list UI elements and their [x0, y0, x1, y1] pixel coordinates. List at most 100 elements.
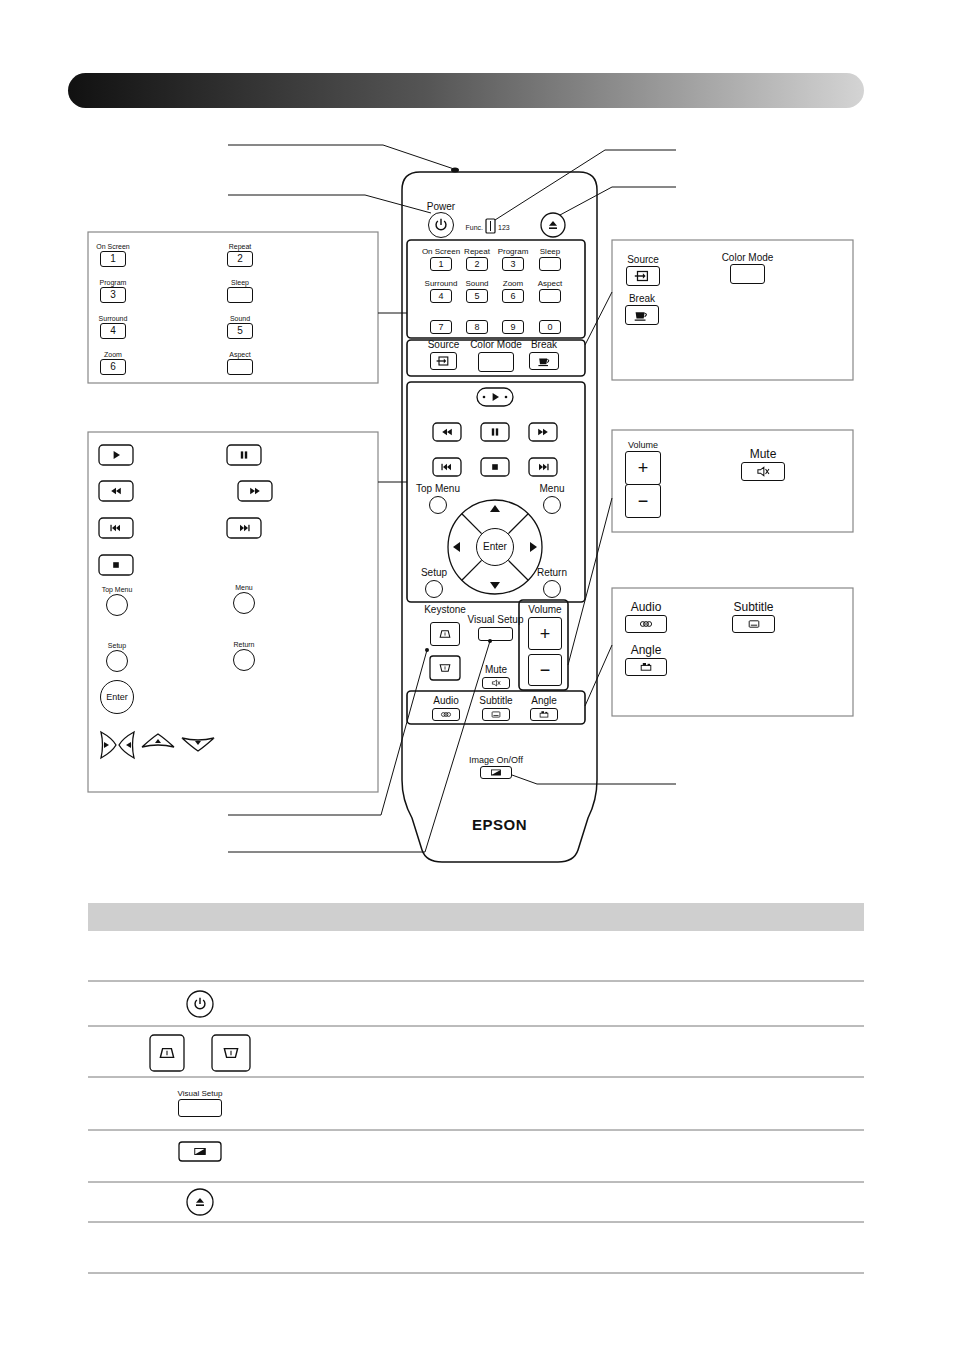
button-label: Visual Setup: [178, 1090, 223, 1098]
button-text: 9: [510, 323, 515, 332]
button-text: 5: [237, 326, 243, 336]
button: Setup: [425, 580, 443, 598]
button-text: 2: [237, 254, 243, 264]
button-label: Program: [100, 279, 127, 286]
button: On Screen1: [430, 257, 452, 271]
button-label: Repeat: [229, 243, 252, 250]
button-label: Mute: [485, 665, 507, 675]
button-text: 3: [110, 290, 116, 300]
button: Program3: [100, 287, 126, 303]
button-label: Break: [531, 340, 557, 350]
button: −: [625, 484, 661, 518]
button: Menu: [543, 496, 561, 514]
button: Zoom6: [100, 359, 126, 375]
button-label: Angle: [631, 644, 662, 656]
button: Volume+: [625, 451, 661, 485]
button-text: −: [540, 661, 551, 679]
button-label: Keystone: [424, 605, 466, 615]
button: −: [528, 654, 562, 686]
button: Setup: [106, 650, 128, 672]
button-label: Sleep: [540, 248, 560, 256]
button-label: Menu: [539, 484, 564, 494]
button: Break: [625, 305, 659, 325]
button-text: 0: [547, 323, 552, 332]
button-label: Power: [427, 202, 455, 212]
button-label: Color Mode: [470, 340, 522, 350]
button: Mute: [741, 462, 785, 481]
button: Angle: [530, 708, 558, 721]
button-label: Aspect: [229, 351, 250, 358]
button-label: Mute: [750, 448, 777, 460]
button: Color Mode: [730, 264, 765, 284]
button: Repeat2: [227, 251, 253, 267]
button-label: Setup: [421, 568, 447, 578]
button-label: Aspect: [538, 280, 562, 288]
button-text: 4: [110, 326, 116, 336]
button-text: 6: [110, 362, 116, 372]
button-label: Subtitle: [479, 696, 512, 706]
button: Image On/Off: [480, 766, 512, 779]
button: Repeat2: [466, 257, 488, 271]
button-label: Return: [537, 568, 567, 578]
button-label: Menu: [235, 584, 253, 591]
switch-label: 123: [498, 224, 510, 231]
button-label: Sound: [465, 280, 488, 288]
button: Zoom6: [502, 289, 524, 303]
button-label: Sleep: [231, 279, 249, 286]
button-label: Sound: [230, 315, 250, 322]
button-label: On Screen: [422, 248, 460, 256]
button: Surround4: [430, 289, 452, 303]
button-text: Enter: [483, 542, 507, 552]
button-label: Volume: [528, 605, 561, 615]
button: Sound5: [466, 289, 488, 303]
button-text: 3: [510, 260, 515, 269]
button: Sleep: [539, 257, 561, 271]
button-label: Source: [627, 255, 659, 265]
button-label: Zoom: [503, 280, 523, 288]
button: Subtitle: [732, 615, 775, 633]
button-label: Repeat: [464, 248, 490, 256]
button-text: 2: [474, 260, 479, 269]
button: Power: [428, 212, 454, 238]
button: Subtitle: [482, 708, 510, 721]
button: Aspect: [227, 359, 253, 375]
button: Sleep: [227, 287, 253, 303]
button: Volume+: [528, 617, 562, 650]
button-label: Angle: [531, 696, 557, 706]
button-text: 8: [474, 323, 479, 332]
button: Break: [529, 352, 559, 370]
button: Color Mode: [478, 352, 514, 372]
button: Enter: [476, 528, 514, 566]
button: Enter: [100, 680, 134, 714]
button: Visual Setup: [178, 1099, 222, 1117]
button-label: Volume: [628, 441, 658, 450]
button-label: Top Menu: [102, 586, 133, 593]
button-label: Program: [498, 248, 529, 256]
remote-body: EPSONPowerOn Screen1Repeat2Program3Sleep…: [402, 170, 597, 860]
button-text: +: [540, 625, 551, 643]
button: 9: [502, 320, 524, 334]
button: Aspect: [539, 289, 561, 303]
button-label: Zoom: [104, 351, 122, 358]
button-label: Return: [233, 641, 254, 648]
button-label: Setup: [108, 642, 126, 649]
button-text: 1: [110, 254, 116, 264]
button-label: On Screen: [96, 243, 129, 250]
button: Menu: [233, 592, 255, 614]
button: Source: [430, 352, 457, 370]
button: Return: [233, 649, 255, 671]
button: 7: [430, 320, 452, 334]
button: Angle: [625, 658, 667, 676]
button-label: Subtitle: [733, 601, 773, 613]
button-text: 5: [474, 292, 479, 301]
button-label: Audio: [433, 696, 459, 706]
button-text: +: [638, 459, 649, 477]
button-label: Visual Setup: [468, 615, 524, 625]
button: 8: [466, 320, 488, 334]
button-text: 7: [438, 323, 443, 332]
button-label: Top Menu: [416, 484, 460, 494]
button-text: 6: [510, 292, 515, 301]
button-label: Color Mode: [722, 253, 774, 263]
button: Top Menu: [429, 496, 447, 514]
button: Visual Setup: [478, 627, 513, 641]
